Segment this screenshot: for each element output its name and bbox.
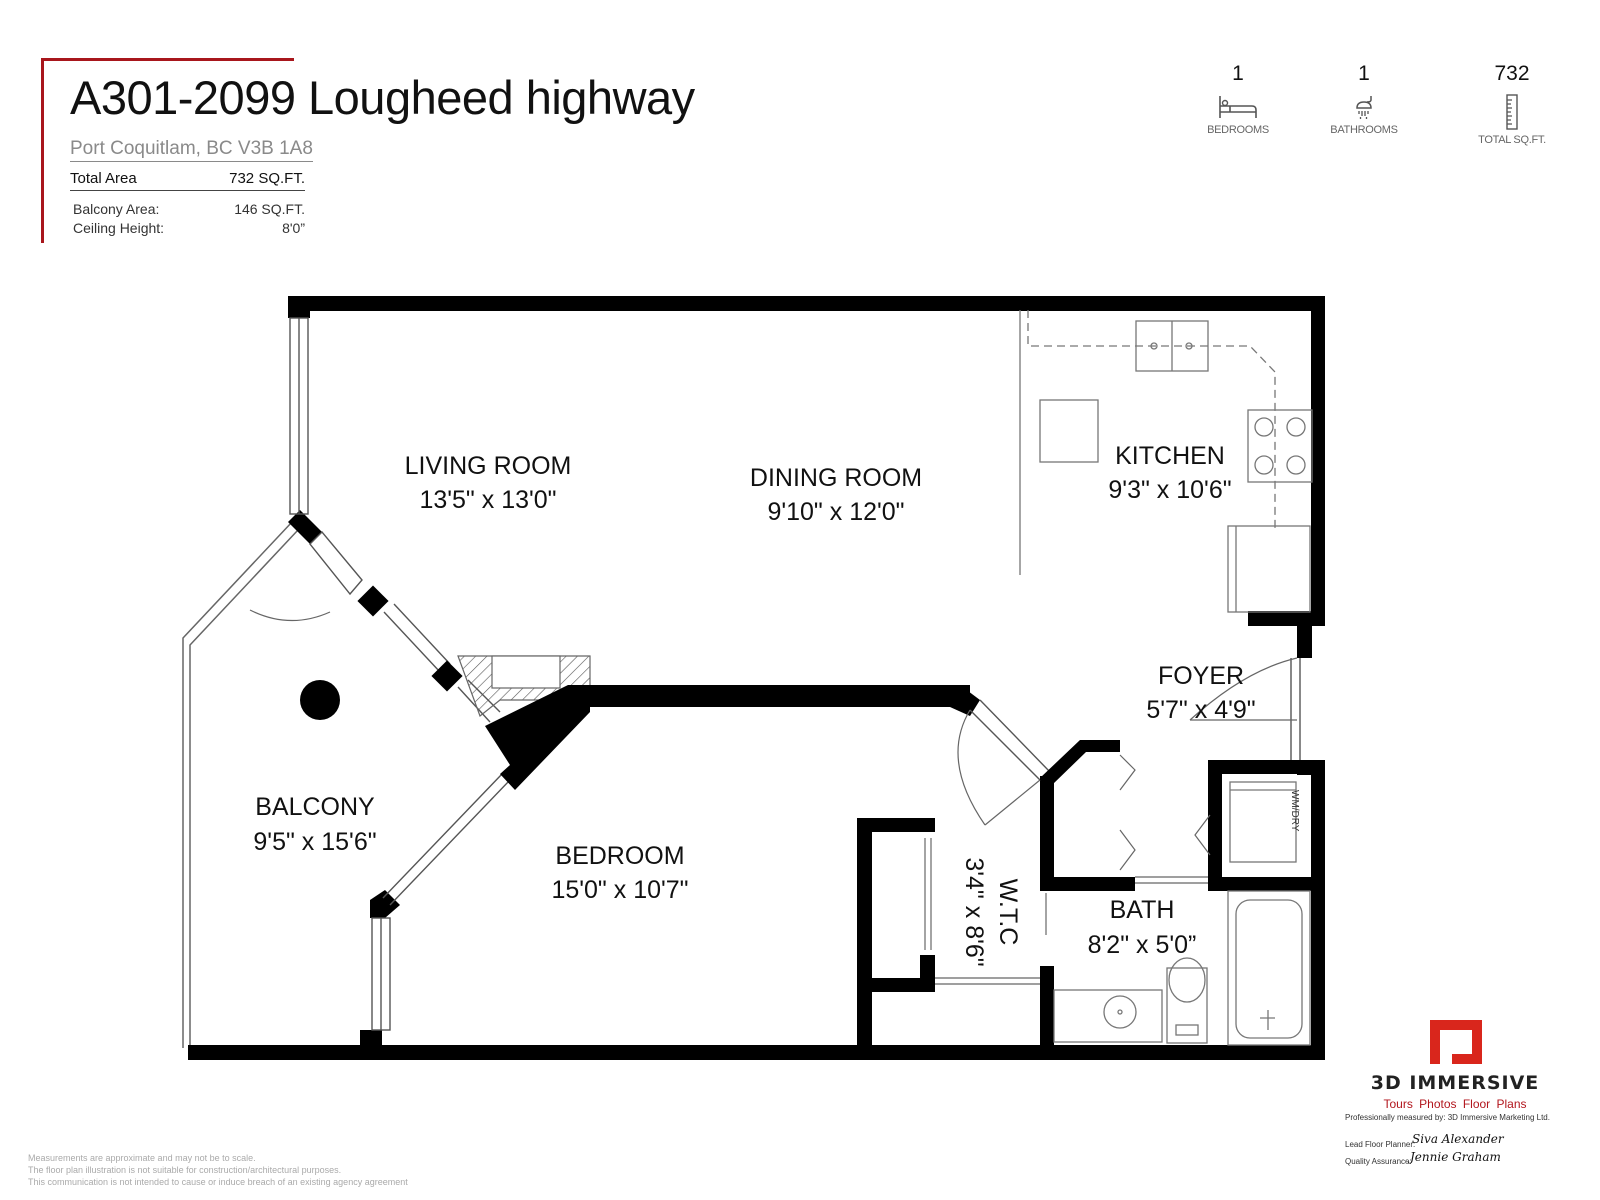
disclaimer-line-1: Measurements are approximate and may not… bbox=[28, 1153, 256, 1163]
listing-title: A301-2099 Lougheed highway bbox=[70, 71, 695, 124]
disclaimer-line-2: The floor plan illustration is not suita… bbox=[28, 1165, 342, 1175]
total-sqft-stat: 732 TOTAL SQ.FT. bbox=[1452, 62, 1572, 146]
company-logo-icon bbox=[1430, 1020, 1482, 1064]
kitchen-dims: 9'3" x 10'6" bbox=[1108, 476, 1231, 504]
balcony-area-row: Balcony Area: 146 SQ.FT. bbox=[73, 201, 305, 217]
wtc-name: W.T.C bbox=[994, 879, 1022, 946]
foyer-dims: 5'7" x 4'9" bbox=[1146, 696, 1255, 724]
ceiling-height-value: 8'0” bbox=[282, 220, 305, 236]
disclaimer-line-3: This communication is not intended to ca… bbox=[28, 1177, 408, 1187]
balcony-name: BALCONY bbox=[255, 793, 375, 821]
dining-room-dims: 9'10" x 12'0" bbox=[767, 498, 904, 526]
windows bbox=[289, 317, 1301, 1031]
total-sqft-value: 732 bbox=[1494, 62, 1530, 85]
wtc-dims: 3'4" x 8'6" bbox=[960, 857, 988, 966]
bath-fixtures bbox=[1053, 781, 1311, 1046]
total-area-value: 732 SQ.FT. bbox=[229, 170, 305, 187]
balcony-area-value: 146 SQ.FT. bbox=[234, 201, 305, 217]
kitchen-fixtures bbox=[1019, 310, 1313, 613]
disclaimer: Measurements are approximate and may not… bbox=[28, 1152, 408, 1188]
dining-room-name: DINING ROOM bbox=[750, 464, 922, 492]
balcony-area-label: Balcony Area: bbox=[73, 201, 160, 217]
qa-signature: Jennie Graham bbox=[1410, 1150, 1501, 1164]
doors bbox=[924, 657, 1298, 985]
bath-name: BATH bbox=[1110, 896, 1175, 924]
bedroom-dims: 15'0" x 10'7" bbox=[551, 876, 688, 904]
bedrooms-label: BEDROOMS bbox=[1207, 124, 1269, 136]
interior-walls bbox=[568, 685, 1325, 1060]
planner-label: Lead Floor Planner: bbox=[1345, 1140, 1416, 1149]
bedrooms-stat: 1 BEDROOMS bbox=[1178, 62, 1298, 136]
total-sqft-label: TOTAL SQ.FT. bbox=[1478, 134, 1546, 146]
wm-dry-label: WM/DRY bbox=[1289, 790, 1300, 832]
company-name: 3D IMMERSIVE bbox=[1370, 1072, 1540, 1094]
bathrooms-label: BATHROOMS bbox=[1330, 124, 1398, 136]
foyer-name: FOYER bbox=[1158, 662, 1244, 690]
bathrooms-stat: 1 BATHROOMS bbox=[1304, 62, 1424, 136]
company-tagline: Tours Photos Floor Plans bbox=[1383, 1097, 1527, 1111]
listing-address: Port Coquitlam, BC V3B 1A8 bbox=[70, 138, 313, 162]
balcony-diagonal-wall bbox=[249, 530, 511, 906]
balcony-dims: 9'5" x 15'6" bbox=[253, 828, 376, 856]
kitchen-name: KITCHEN bbox=[1115, 442, 1225, 470]
bathrooms-value: 1 bbox=[1358, 62, 1370, 85]
ruler-icon bbox=[1506, 94, 1518, 130]
qa-label: Quality Assurance: bbox=[1345, 1157, 1412, 1166]
accent-line-top bbox=[41, 58, 294, 61]
ceiling-height-row: Ceiling Height: 8'0” bbox=[73, 220, 305, 236]
total-area-label: Total Area bbox=[70, 170, 137, 187]
accent-line-left bbox=[41, 60, 44, 243]
bedroom-name: BEDROOM bbox=[555, 842, 684, 870]
bedrooms-value: 1 bbox=[1232, 62, 1244, 85]
fireplace bbox=[457, 655, 591, 790]
balcony-outline bbox=[189, 529, 299, 1048]
living-room-name: LIVING ROOM bbox=[405, 452, 572, 480]
shower-icon bbox=[1356, 96, 1372, 119]
living-room-dims: 13'5" x 13'0" bbox=[419, 486, 556, 514]
planner-signature: Siva Alexander bbox=[1412, 1132, 1504, 1146]
total-area-row: Total Area 732 SQ.FT. bbox=[70, 170, 305, 191]
ceiling-height-label: Ceiling Height: bbox=[73, 220, 165, 236]
measured-by: Professionally measured by: 3D Immersive… bbox=[1345, 1113, 1550, 1122]
bath-dims: 8'2" x 5'0” bbox=[1088, 931, 1197, 959]
balcony-post bbox=[300, 680, 340, 720]
bed-icon bbox=[1219, 96, 1257, 118]
